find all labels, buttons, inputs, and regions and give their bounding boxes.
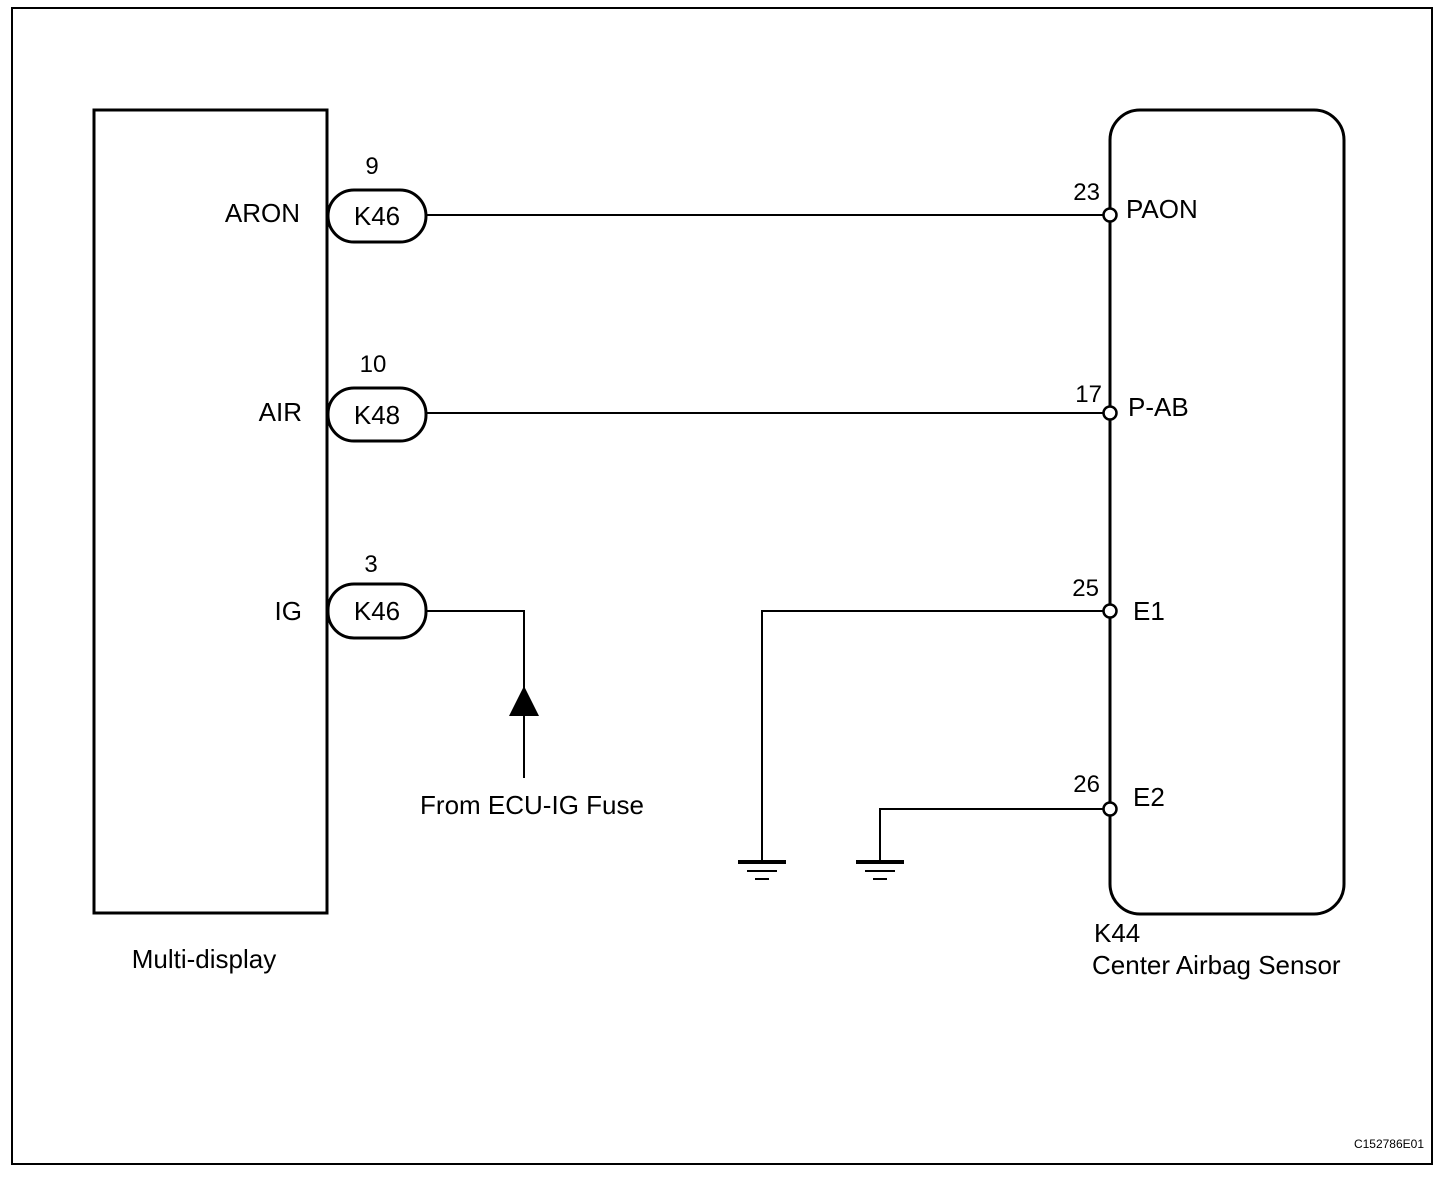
pin-number-23: 23 xyxy=(1073,179,1100,206)
terminal-pin-e1 xyxy=(1102,603,1118,619)
center-airbag-sensor-box xyxy=(1108,108,1346,916)
multi-display-label: Multi-display xyxy=(132,944,277,974)
terminal-label-aron: ARON xyxy=(225,198,300,228)
terminal-label-pab: P-AB xyxy=(1128,392,1189,422)
wire-e1-ground xyxy=(761,610,1104,861)
terminal-label-air: AIR xyxy=(259,397,302,427)
ground-e2-icon xyxy=(856,860,904,880)
power-source-arrow-icon xyxy=(509,686,539,716)
terminal-pin-e2 xyxy=(1102,801,1118,817)
airbag-sensor-name-label: Center Airbag Sensor xyxy=(1092,950,1341,980)
pin-number-17: 17 xyxy=(1075,381,1102,408)
multi-display-box xyxy=(92,108,329,915)
terminal-pin-paon xyxy=(1102,207,1118,223)
diagram-frame xyxy=(11,7,1433,1165)
pin-number-10: 10 xyxy=(360,351,387,378)
terminal-label-paon: PAON xyxy=(1126,194,1198,224)
diagram-code: C152786E01 xyxy=(1354,1137,1424,1151)
connector-k48-air xyxy=(326,386,428,443)
pin-number-25: 25 xyxy=(1072,575,1099,602)
terminal-label-ig: IG xyxy=(275,596,302,626)
ground-e1-icon xyxy=(738,860,786,880)
pin-number-3: 3 xyxy=(364,551,377,578)
pin-number-9: 9 xyxy=(365,153,378,180)
terminal-pin-pab xyxy=(1102,405,1118,421)
wire-e2-ground xyxy=(879,808,1104,861)
airbag-sensor-connector-label: K44 xyxy=(1094,918,1140,948)
pin-number-26: 26 xyxy=(1073,771,1100,798)
wire-ig-power xyxy=(426,610,525,778)
connector-label-k46-aron: K46 xyxy=(354,201,400,231)
power-source-label: From ECU-IG Fuse xyxy=(420,790,644,820)
terminal-label-e2: E2 xyxy=(1133,782,1165,812)
terminal-label-e1: E1 xyxy=(1133,596,1165,626)
connector-label-k46-ig: K46 xyxy=(354,596,400,626)
connector-label-k48-air: K48 xyxy=(354,400,400,430)
